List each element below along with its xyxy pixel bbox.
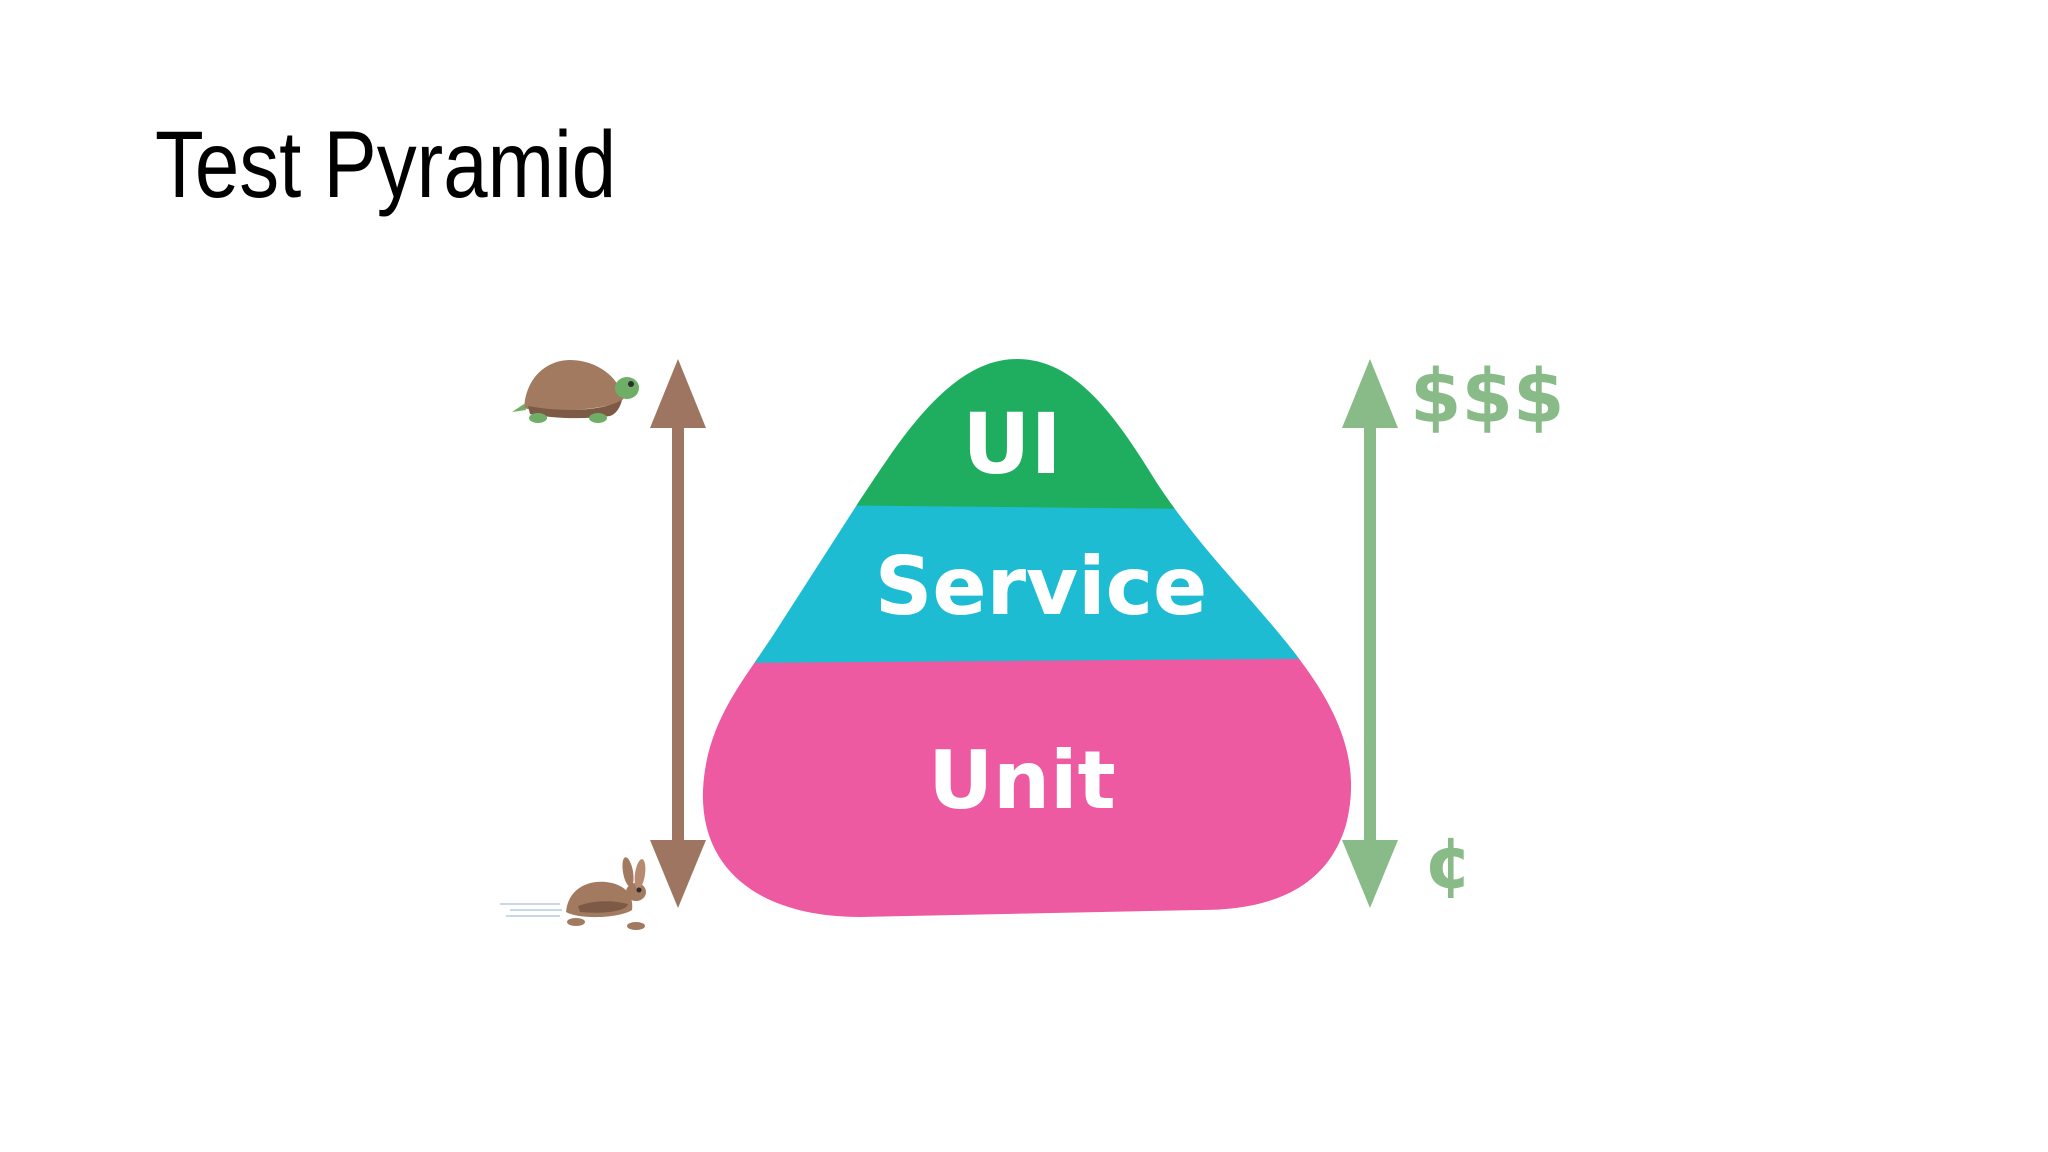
turtle-icon <box>512 360 639 423</box>
service-layer-label: Service <box>875 540 1208 633</box>
cost-axis-arrow <box>1342 359 1398 908</box>
slide-title: Test Pyramid <box>155 112 617 218</box>
speed-axis-arrow <box>650 359 706 908</box>
unit-layer-label: Unit <box>928 734 1116 827</box>
ui-layer-label: UI <box>962 395 1061 493</box>
unit-layer <box>702 640 1352 917</box>
high-cost-label: $$$ <box>1410 354 1564 440</box>
low-cost-label: ¢ <box>1424 822 1473 904</box>
rabbit-icon <box>500 857 646 930</box>
